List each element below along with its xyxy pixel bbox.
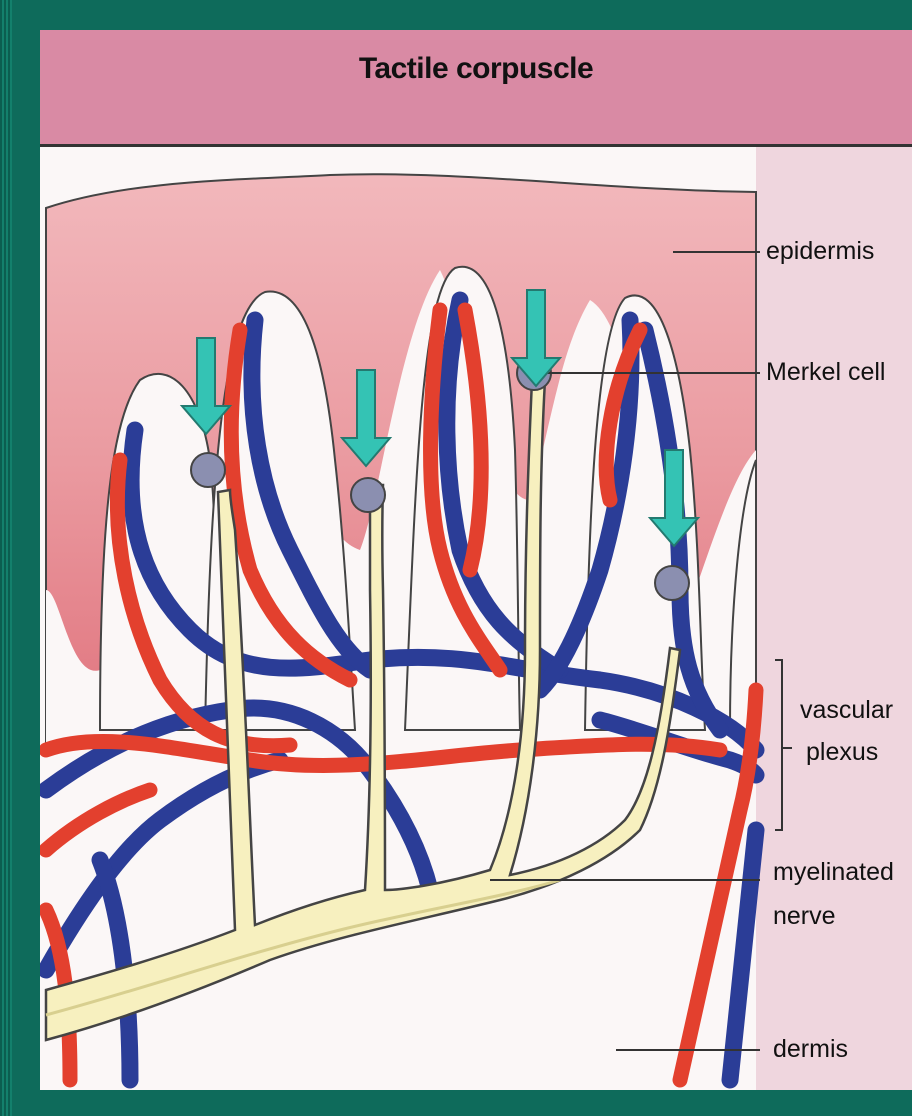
label-epidermis: epidermis xyxy=(766,235,874,268)
merkel-cell xyxy=(655,566,689,600)
label-vascular-plexus-line1: vascular xyxy=(800,694,893,727)
label-myelinated-nerve-line1: myelinated xyxy=(773,856,894,889)
diagram-panel: Tactile corpuscle xyxy=(40,30,912,1090)
label-merkel-cell: Merkel cell xyxy=(766,356,885,389)
merkel-cell xyxy=(351,478,385,512)
merkel-cell xyxy=(191,453,225,487)
label-dermis: dermis xyxy=(773,1033,848,1066)
label-vascular-plexus-line2: plexus xyxy=(806,736,878,769)
label-myelinated-nerve-line2: nerve xyxy=(773,900,836,933)
slide-edge-stripe xyxy=(0,0,12,1116)
